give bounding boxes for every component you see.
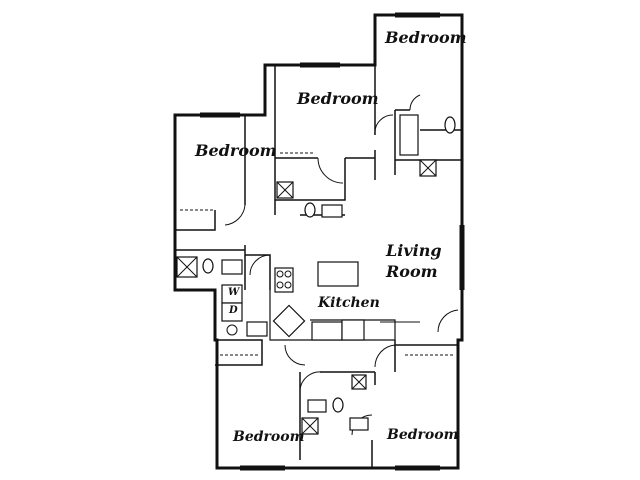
dryer-label: D (229, 305, 238, 316)
room-label-bedroom-bottom-right: Bedroom (387, 427, 459, 443)
windows (200, 12, 465, 471)
room-label-bedroom-bottom-left: Bedroom (233, 429, 305, 445)
doors (224, 94, 459, 436)
bath-fixtures (176, 116, 456, 435)
room-label-living-line2: Room (386, 262, 438, 281)
room-label-bedroom-top-right: Bedroom (385, 28, 467, 47)
kitchen-fixtures (221, 261, 365, 341)
closets (180, 114, 455, 356)
room-label-bedroom-left: Bedroom (195, 141, 277, 160)
room-label-bedroom-top-middle: Bedroom (297, 89, 379, 108)
washer-label: W (228, 287, 240, 298)
room-label-kitchen: Kitchen (318, 295, 380, 311)
room-label-living-line1: Living (386, 241, 442, 260)
